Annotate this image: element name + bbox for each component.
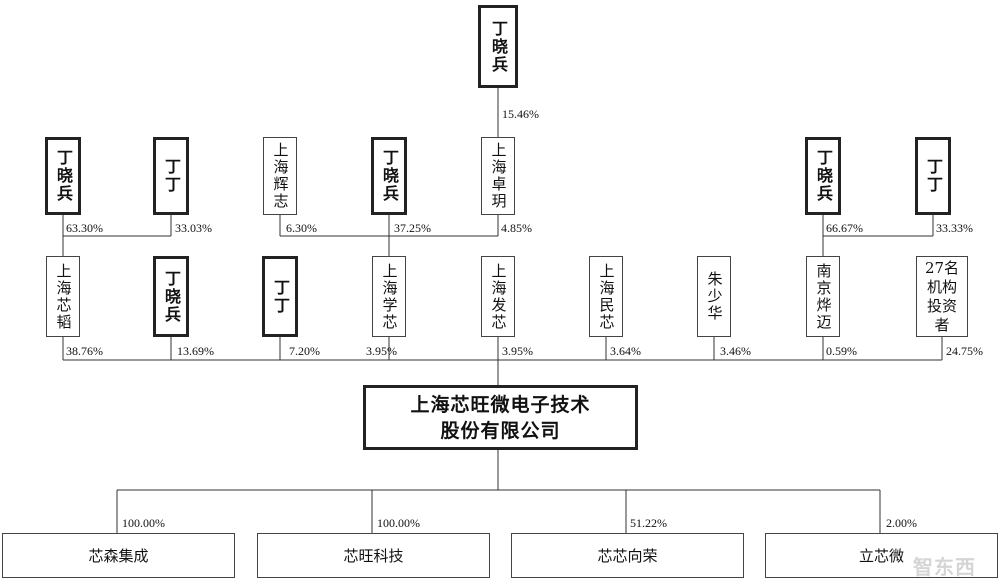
shareholder-name: 上海发芯 [489, 262, 508, 331]
shareholder-xuexin-box: 上海学芯 [372, 256, 406, 337]
pct-shareholder: 24.75% [946, 344, 983, 358]
pct-xuexin-owner3: 4.85% [501, 221, 532, 235]
subsidiary-name: 芯旺科技 [343, 547, 404, 565]
pct-subsidiary: 100.00% [377, 516, 420, 530]
pct-shareholder: 13.69% [177, 344, 214, 358]
shareholder-institutions-box: 27名 机构 投资 者 [916, 256, 968, 337]
nanjing-owner1-name: 丁晓兵 [814, 149, 833, 203]
shareholder-name: 上海民芯 [597, 262, 616, 331]
xintao-owner2-box: 丁丁 [153, 137, 189, 215]
subsidiary-name: 芯芯向荣 [597, 547, 658, 565]
nanjing-owner2-name: 丁丁 [924, 158, 943, 194]
xintao-owner1-box: 丁晓兵 [45, 137, 81, 215]
pct-xuexin-owner2: 37.25% [394, 221, 431, 235]
shareholder-faxin-box: 上海发芯 [481, 256, 515, 337]
pct-nanjing-owner2: 33.33% [936, 221, 973, 235]
top-holder-box: 丁晓兵 [478, 5, 518, 88]
xuexin-owner3-name: 上海卓玥 [489, 142, 508, 210]
shareholder-xintao-box: 上海芯韬 [46, 256, 80, 337]
xintao-owner2-name: 丁丁 [162, 158, 181, 194]
pct-xintao-owner2: 33.03% [175, 221, 212, 235]
pct-shareholder: 3.46% [720, 344, 751, 358]
shareholder-name: 南京烨迈 [814, 262, 833, 331]
xintao-owner1-name: 丁晓兵 [54, 149, 73, 203]
shareholder-name: 27名 机构 投资 者 [924, 258, 960, 334]
shareholder-nanjing-box: 南京烨迈 [806, 256, 840, 337]
shareholder-name: 上海芯韬 [54, 262, 73, 331]
shareholder-name: 丁晓兵 [162, 269, 181, 324]
pct-shareholder: 7.20% [289, 344, 320, 358]
xuexin-owner2-box: 丁晓兵 [371, 137, 407, 215]
top-holder-name: 丁晓兵 [489, 19, 508, 74]
nanjing-owner2-box: 丁丁 [915, 137, 951, 215]
subsidiary-name: 芯森集成 [88, 547, 149, 565]
pct-xuexin-owner1: 6.30% [286, 221, 317, 235]
pct-shareholder: 38.76% [66, 344, 103, 358]
company-name-line1: 上海芯旺微电子技术 [410, 393, 591, 416]
subsidiary-box: 芯旺科技 [257, 533, 490, 578]
pct-subsidiary: 2.00% [886, 516, 917, 530]
shareholder-name: 丁丁 [271, 278, 290, 315]
pct-shareholder: 0.59% [826, 344, 857, 358]
shareholder-zhushaohua-box: 朱少华 [697, 256, 731, 337]
pct-shareholder: 3.95% [366, 344, 397, 358]
nanjing-owner1-box: 丁晓兵 [805, 137, 841, 215]
pct-zhuoyu-top: 15.46% [502, 107, 539, 121]
xuexin-owner1-name: 上海辉志 [271, 142, 290, 210]
watermark-text: 智东西 [913, 555, 976, 579]
pct-xintao-owner1: 63.30% [66, 221, 103, 235]
shareholder-dingding-box: 丁丁 [262, 256, 298, 337]
shareholder-minxin-box: 上海民芯 [589, 256, 623, 337]
pct-shareholder: 3.95% [502, 344, 533, 358]
subsidiary-box: 芯森集成 [2, 533, 235, 578]
shareholder-name: 朱少华 [705, 271, 724, 322]
subsidiary-name: 立芯微 [858, 547, 904, 565]
pct-nanjing-owner1: 66.67% [826, 221, 863, 235]
pct-subsidiary: 51.22% [630, 516, 667, 530]
shareholder-name: 上海学芯 [380, 262, 399, 331]
xuexin-owner3-box: 上海卓玥 [481, 137, 515, 215]
xuexin-owner2-name: 丁晓兵 [380, 149, 399, 203]
company-box: 上海芯旺微电子技术 股份有限公司 [363, 385, 638, 450]
pct-shareholder: 3.64% [610, 344, 641, 358]
company-name-line2: 股份有限公司 [440, 419, 561, 442]
shareholder-dingxiaobing-box: 丁晓兵 [153, 256, 189, 337]
xuexin-owner1-box: 上海辉志 [263, 137, 297, 215]
watermark-logo: 智东西 [913, 551, 976, 580]
pct-subsidiary: 100.00% [122, 516, 165, 530]
subsidiary-box: 芯芯向荣 [511, 533, 744, 578]
subsidiary-box: 立芯微 [765, 533, 998, 578]
